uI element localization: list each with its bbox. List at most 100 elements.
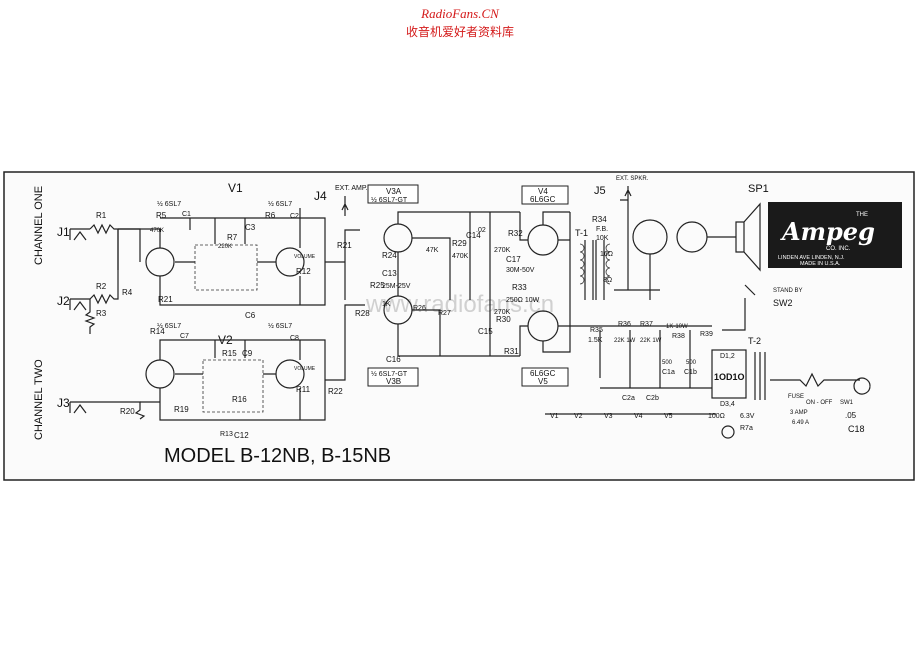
amp-v-label: 3 AMP <box>790 410 808 416</box>
r20-label: R20 <box>120 407 135 416</box>
r14-label: R14 <box>150 327 165 336</box>
r39-label: R39 <box>700 331 713 338</box>
r35-label: R35 <box>590 327 603 334</box>
r13-label: R13 <box>220 431 233 438</box>
mixer-wiring <box>325 229 365 381</box>
r11-label: R11 <box>296 385 311 394</box>
logo-brand: Ampeg <box>780 217 875 246</box>
fb-label: F.B. <box>596 226 608 233</box>
heater-v3: V3 <box>604 413 613 420</box>
v47k-label: 47K <box>426 247 439 254</box>
v3b-bot: V3B <box>386 377 401 386</box>
watermark: www.radiofans.cn <box>365 291 554 318</box>
v270k-a: 270K <box>494 247 511 254</box>
c1a-label: C1a <box>662 369 675 376</box>
v470k-1: 470K <box>150 228 164 234</box>
v3a-top: V3A <box>386 187 402 196</box>
mains-wiring <box>770 372 871 395</box>
sp1-label: SP1 <box>748 183 769 195</box>
v25m-label: 25M-25V <box>382 283 411 290</box>
diode-label: 1OD1O <box>714 372 745 382</box>
c7-label: C7 <box>180 333 189 340</box>
c17-label: C17 <box>506 255 521 264</box>
jack-j5-label: J5 <box>594 185 606 197</box>
r7a-label: R7a <box>740 425 753 432</box>
jack-j4-label: J4 <box>314 189 327 203</box>
c12-label: C12 <box>234 431 249 440</box>
r30-label: R30 <box>496 315 511 324</box>
c6-label: C6 <box>245 311 256 320</box>
c9-label: C9 <box>242 349 253 358</box>
speaker-icon <box>735 202 761 272</box>
r37-label: R37 <box>640 321 653 328</box>
resistor-r2 <box>89 229 119 305</box>
model-title: MODEL B-12NB, B-15NB <box>164 445 391 467</box>
v1k10w-label: 1K-10W <box>666 324 688 330</box>
v100-label: 100Ω <box>708 413 725 420</box>
heater-labels: V1 V2 V3 V4 V5 <box>550 413 673 420</box>
resistor-r4 <box>117 228 141 270</box>
logo-line1: LINDEN AVE LINDEN, N.J. <box>778 255 845 261</box>
r15-label: R15 <box>222 349 237 358</box>
t1-label: T-1 <box>575 228 588 238</box>
jack-j1-label: J1 <box>57 225 70 239</box>
r10k-label: 10K <box>596 235 609 242</box>
v270k-b: 270K <box>494 309 511 316</box>
c14-label: C14 <box>466 231 481 240</box>
c2-label: C2 <box>290 213 299 220</box>
filter-wiring <box>570 325 712 389</box>
r22-label: R22 <box>328 387 343 396</box>
ampeg-logo: THE Ampeg CO. INC. LINDEN AVE LINDEN, N.… <box>768 202 902 268</box>
ext-spkr-label: EXT. SPKR. <box>616 176 649 182</box>
c16-label: C16 <box>386 355 401 364</box>
heater-v1: V1 <box>550 413 559 420</box>
v3b-box <box>367 367 419 387</box>
r26-label: R26 <box>413 305 426 312</box>
r27-label: R27 <box>438 310 451 317</box>
r2-label: R2 <box>96 282 107 291</box>
resistor-r3 <box>84 299 96 334</box>
v4-box <box>521 185 569 205</box>
v1-tone-block <box>194 244 258 291</box>
r28-label: R28 <box>355 309 370 318</box>
r6-label: R6 <box>265 211 276 220</box>
v500-a: 500 <box>662 360 673 366</box>
c8-label: C8 <box>290 335 299 342</box>
c1b-label: C1b <box>684 369 697 376</box>
d34-label: D3,4 <box>720 401 735 408</box>
r4-label: R4 <box>122 288 133 297</box>
r16-ohm-label: 16Ω <box>600 251 613 258</box>
onoff-label: ON - OFF <box>806 400 833 406</box>
v63-label: 6.3V <box>740 413 755 420</box>
jack-j2-label: J2 <box>57 294 70 308</box>
c1-label: C1 <box>182 211 191 218</box>
r7-label: R7 <box>227 233 238 242</box>
volume-2: VOLUME <box>294 366 316 372</box>
t1-primary <box>579 243 585 285</box>
v22k1w-a: 22K 1W <box>614 338 636 344</box>
r3-label: R3 <box>96 309 107 318</box>
jack-j5 <box>620 186 632 210</box>
v1b-label: ½ 6SL7 <box>268 200 292 208</box>
v5-bot: V5 <box>538 377 548 386</box>
v02-label: .02 <box>476 227 486 234</box>
r36-label: R36 <box>618 321 631 328</box>
r25-label: R25 <box>370 281 385 290</box>
ext-amp-label: EXT. AMP. <box>335 185 368 192</box>
v470k-2: 470K <box>452 253 469 260</box>
d12-label: D1,2 <box>720 353 735 360</box>
v5-box <box>521 367 569 387</box>
logo-line2: MADE IN U.S.A. <box>800 261 841 267</box>
site-subtitle: 收音机爱好者资料库 <box>405 25 514 39</box>
site-name[interactable]: RadioFans.CN <box>421 6 499 21</box>
r12-label: R12 <box>296 267 311 276</box>
v2a-label: ½ 6SL7 <box>157 322 181 330</box>
power-transformer <box>754 352 766 400</box>
resistor-r1 <box>89 223 145 235</box>
amp-w-label: 6.49 A <box>792 420 809 426</box>
r21-label: R21 <box>158 295 173 304</box>
v1k-label: 1K <box>382 301 391 308</box>
t1-secondary <box>605 243 611 285</box>
sw2-label: SW2 <box>773 298 793 308</box>
